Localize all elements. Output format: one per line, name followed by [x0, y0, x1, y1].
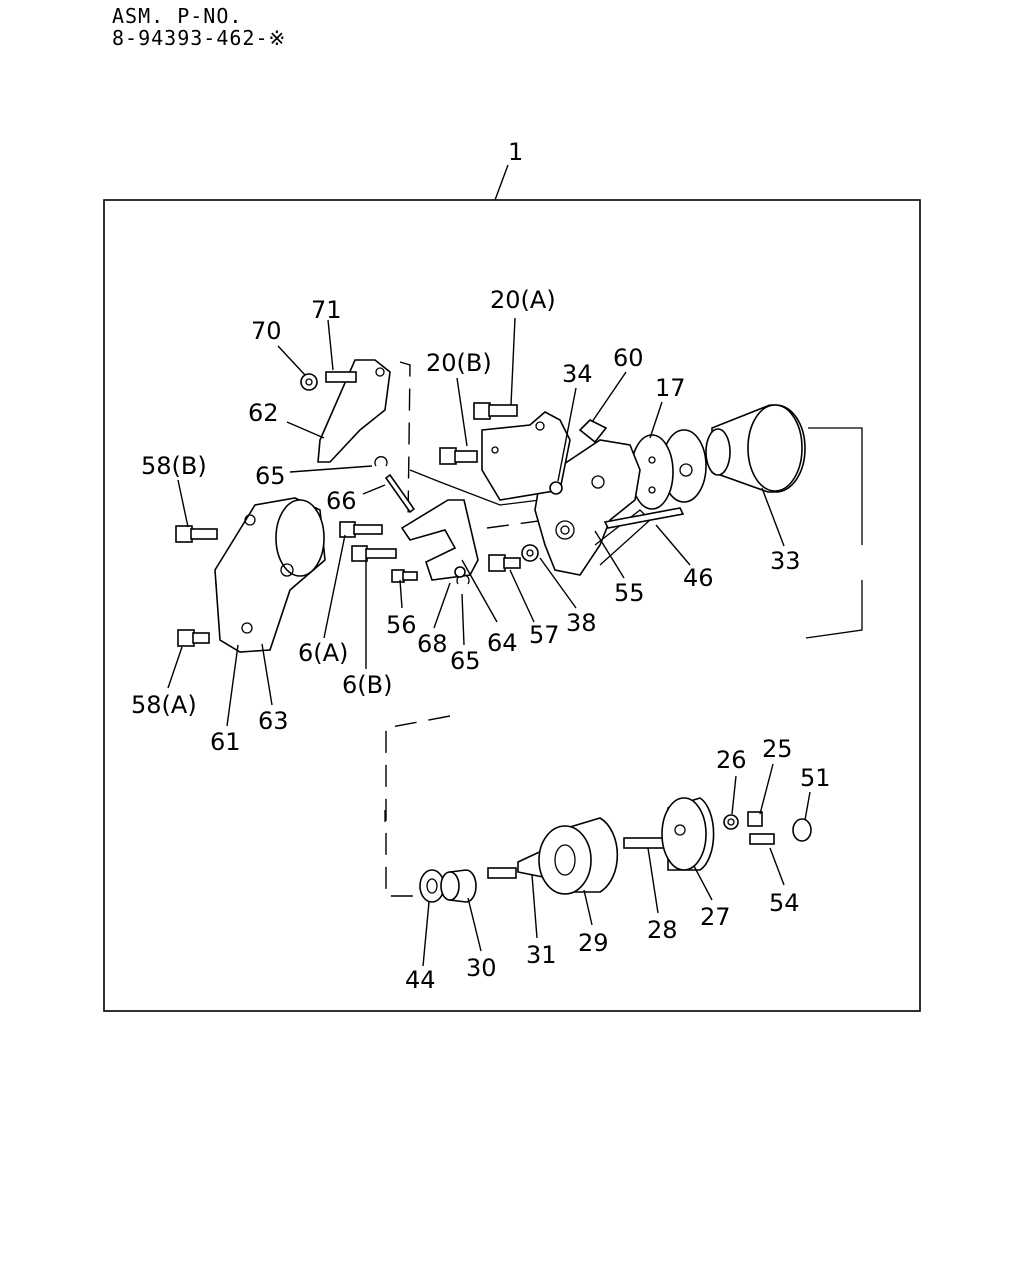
- part-58a-bolt: [177, 629, 210, 647]
- bracket-line-right: [808, 427, 863, 545]
- part-68-washer: [454, 566, 466, 578]
- callout-44: 44: [405, 966, 436, 994]
- part-58b-bolt: [175, 525, 218, 543]
- callout-46: 46: [683, 564, 714, 592]
- part-38-washer: [521, 544, 539, 562]
- callout-66: 66: [326, 487, 357, 515]
- callout-64: 64: [487, 629, 518, 657]
- callout-26: 26: [716, 746, 747, 774]
- part-71-stud: [325, 371, 357, 383]
- callout-57: 57: [529, 621, 560, 649]
- callout-58a: 58(A): [131, 691, 197, 719]
- callout-31: 31: [526, 941, 557, 969]
- callout-63: 63: [258, 707, 289, 735]
- assembly-frame: [103, 199, 921, 1012]
- callout-38: 38: [566, 609, 597, 637]
- callout-27: 27: [700, 903, 731, 931]
- callout-70: 70: [251, 317, 282, 345]
- part-60-clip: [578, 419, 608, 444]
- callout-54: 54: [769, 889, 800, 917]
- callout-6a: 6(A): [298, 639, 348, 667]
- callout-20a: 20(A): [490, 286, 556, 314]
- part-66-pin: [384, 473, 416, 514]
- part-26-nut: [723, 814, 739, 830]
- callout-56: 56: [386, 611, 417, 639]
- callout-20b: 20(B): [426, 349, 492, 377]
- part-6b-bolt: [351, 545, 397, 562]
- callout-1: 1: [508, 138, 523, 166]
- callout-34: 34: [562, 360, 593, 388]
- part-30-bushing: [440, 869, 477, 903]
- callout-65-upper: 65: [255, 462, 286, 490]
- part-17-plate: [630, 429, 707, 510]
- part-57-bolt: [488, 554, 521, 572]
- bracket-line-lower-left: [385, 715, 451, 897]
- part-28-bolt: [623, 837, 669, 849]
- callout-65-lower: 65: [450, 647, 481, 675]
- callout-29: 29: [578, 929, 609, 957]
- guide-line-62: [399, 361, 411, 523]
- leader-lines: [167, 317, 811, 967]
- part-61-cover: [214, 497, 326, 653]
- part-6a-bolt: [339, 521, 383, 538]
- bracket-line-right-lower: [805, 580, 863, 639]
- callout-68: 68: [417, 630, 448, 658]
- callout-62: 62: [248, 399, 279, 427]
- part-70-nut: [300, 373, 318, 391]
- part-34-ring: [549, 481, 563, 495]
- assembly-part-number-label: ASM. P-NO.: [112, 4, 243, 28]
- callout-33: 33: [770, 547, 801, 575]
- callout-71: 71: [311, 296, 342, 324]
- callout-6b: 6(B): [342, 671, 392, 699]
- callout-25: 25: [762, 735, 793, 763]
- callout-58b: 58(B): [141, 452, 207, 480]
- part-20b-bolt: [439, 447, 478, 465]
- part-51-spacer: [792, 818, 812, 842]
- assembly-leader-line: [494, 164, 509, 201]
- upper-mount-bracket: [481, 411, 571, 501]
- assembly-part-number: 8-94393-462-※: [112, 26, 287, 50]
- part-54-stud: [749, 833, 775, 845]
- part-65-clip-upper: [374, 456, 388, 467]
- part-62-bracket: [317, 359, 391, 463]
- part-33-cylinder: [705, 404, 806, 493]
- guide-line-bracket: [409, 469, 541, 506]
- callout-55: 55: [614, 579, 645, 607]
- part-20a-bolt: [473, 402, 518, 420]
- part-46-rod: [603, 507, 685, 529]
- part-64-lever: [400, 499, 479, 581]
- callout-30: 30: [466, 954, 497, 982]
- callout-61: 61: [210, 728, 241, 756]
- part-29-pulley: [538, 817, 619, 895]
- part-56-bolt: [391, 569, 418, 583]
- part-25-nut: [747, 811, 763, 827]
- callout-28: 28: [647, 916, 678, 944]
- part-31-stud: [487, 867, 517, 879]
- callout-17: 17: [655, 374, 686, 402]
- part-27-pulley: [661, 797, 715, 871]
- callout-60: 60: [613, 344, 644, 372]
- callout-51: 51: [800, 764, 831, 792]
